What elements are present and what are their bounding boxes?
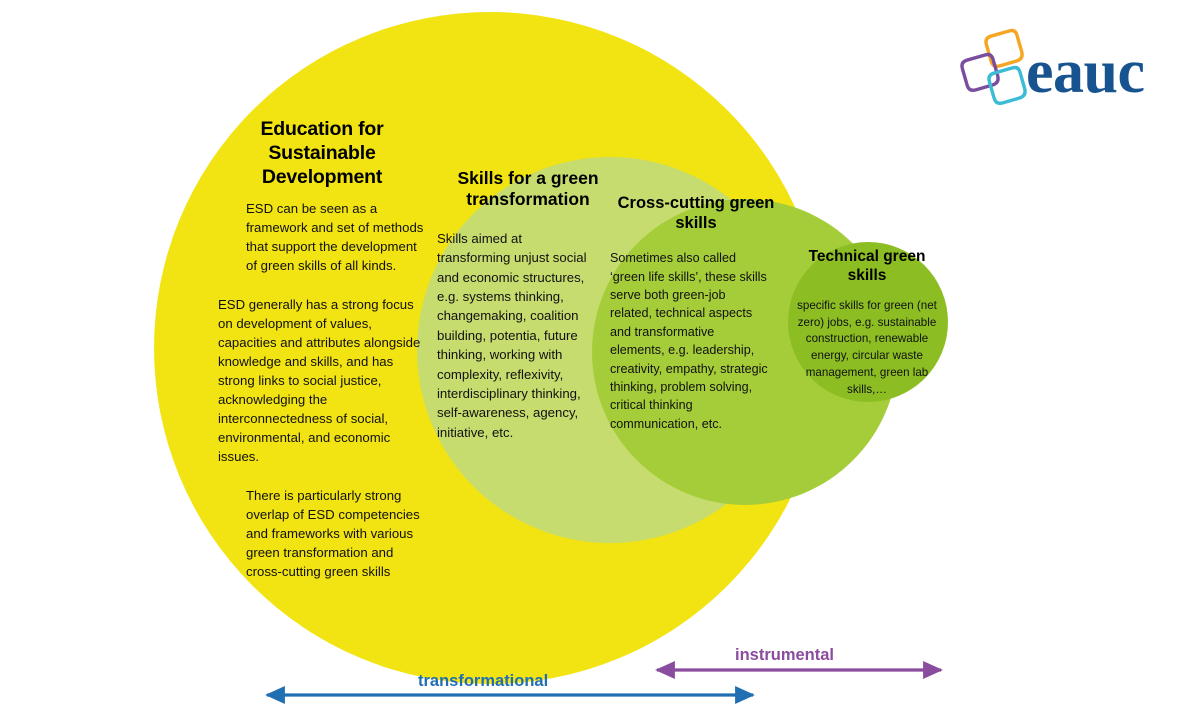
heading-technical-green-skills: Technical green skills — [808, 248, 926, 284]
esd-paragraph-2: ESD generally has a strong focus on deve… — [218, 297, 421, 465]
heading-esd: Education for Sustainable Development — [260, 118, 384, 188]
description-skills-green-transformation: Skills aimed at transforming unjust soci… — [437, 229, 587, 442]
description-esd: ESD can be seen as a framework and set o… — [216, 199, 428, 581]
esd-paragraph-3: There is particularly strong overlap of … — [246, 488, 420, 580]
circle-technical-green-skills — [788, 242, 948, 402]
logo-shape-bottom-icon — [987, 65, 1027, 105]
description-cross-cutting-green-skills: Sometimes also called ‘green life skills… — [610, 249, 770, 433]
logo-wordmark: eauc — [1026, 38, 1145, 106]
heading-skills-green-transformation: Skills for a green transformation — [457, 168, 599, 210]
description-technical-green-skills: specific skills for green (net zero) job… — [788, 298, 946, 399]
skills-paragraph-1: Skills aimed at transforming unjust soci… — [437, 230, 587, 440]
arrow-label-instrumental: instrumental — [735, 646, 835, 664]
eauc-logo: eauc — [958, 22, 1184, 114]
technical-paragraph-1: specific skills for green (net zero) job… — [797, 298, 937, 396]
eauc-logo-svg: eauc — [960, 28, 1145, 106]
esd-paragraph-1: ESD can be seen as a framework and set o… — [246, 201, 424, 274]
label-group-skills-green-transformation: Skills for a green transformation Skills… — [437, 168, 619, 442]
label-group-technical-green-skills: Technical green skills specific skills f… — [788, 248, 946, 399]
logo-shape-top-icon — [984, 28, 1024, 68]
label-group-cross-cutting-green-skills: Cross-cutting green skills Sometimes als… — [610, 193, 782, 433]
arrow-label-transformational: transformational — [418, 672, 549, 690]
heading-cross-cutting-green-skills: Cross-cutting green skills — [617, 194, 775, 233]
label-group-esd: Education for Sustainable Development ES… — [216, 118, 428, 581]
cross-cutting-paragraph-1: Sometimes also called ‘green life skills… — [610, 251, 768, 431]
